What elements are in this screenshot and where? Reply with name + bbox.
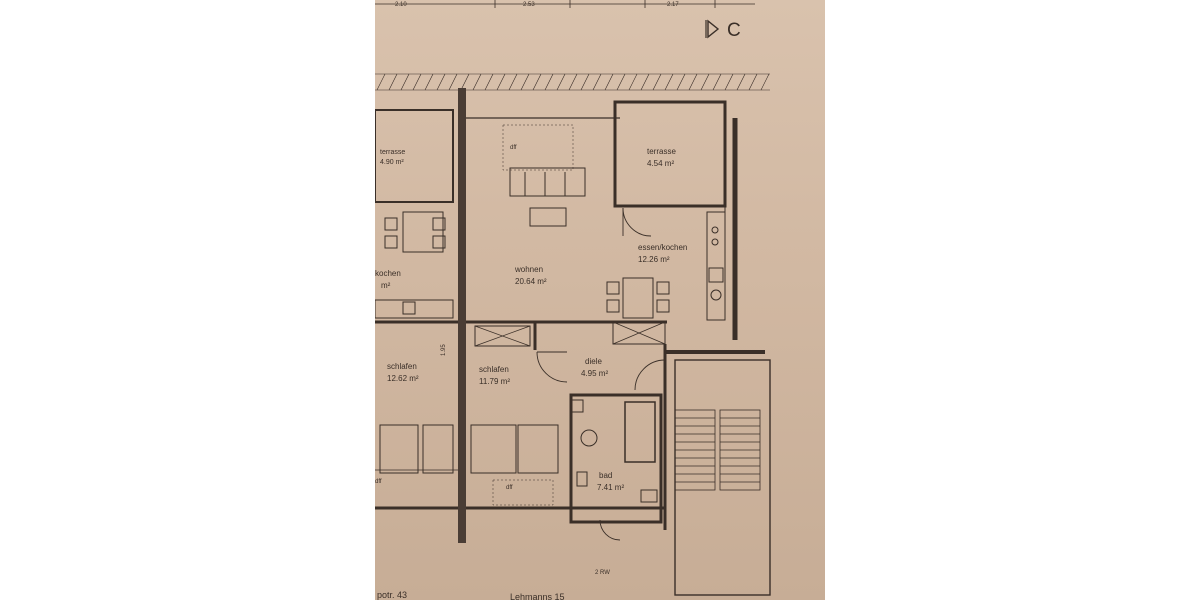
roof-hatch <box>375 73 770 91</box>
room-terrasse-right-area: 4.54 m² <box>647 159 674 168</box>
room-wohnen-name: wohnen <box>514 265 543 274</box>
staircase <box>674 359 771 596</box>
room-bad-name: bad <box>599 471 612 480</box>
sofa <box>509 167 586 197</box>
room-essen-kochen-name: essen/kochen <box>638 243 687 252</box>
room-kochen-left-area: m² <box>381 281 391 290</box>
doors <box>536 207 666 541</box>
room-kochen-left-name: kochen <box>375 269 401 278</box>
tag-dff-top: dff <box>510 145 517 151</box>
dining-table <box>606 277 670 319</box>
room-wohnen-area: 20.64 m² <box>515 277 547 286</box>
tag-rw: 2 RW <box>595 570 610 576</box>
section-marker-label: C <box>727 20 741 41</box>
tag-door-height: 1.95 <box>441 344 447 356</box>
dimension-label-3: 2.17 <box>667 2 679 8</box>
floor-plan: 2.10 2.53 2.17 C <box>375 0 771 600</box>
room-diele-name: diele <box>585 357 602 366</box>
room-schlafen-name: schlafen <box>479 365 509 374</box>
skylight-outlines <box>492 124 574 506</box>
room-bad-area: 7.41 m² <box>597 483 624 492</box>
bathroom-fixtures <box>570 399 658 503</box>
section-marker <box>705 19 720 39</box>
tag-dff-bottom: dff <box>506 485 513 491</box>
left-dining-table <box>384 211 446 253</box>
dimension-label-2: 2.53 <box>523 2 535 8</box>
dimension-label-1: 2.10 <box>395 2 407 8</box>
left-kitchen-counter <box>375 299 454 319</box>
room-terrasse-right-name: terrasse <box>647 147 676 156</box>
floor-plan-photo: 2.10 2.53 2.17 C <box>375 0 825 600</box>
room-diele-area: 4.95 m² <box>581 369 608 378</box>
bottom-left-label: potr. 43 <box>377 590 407 600</box>
top-dimension-line <box>375 0 755 8</box>
bottom-right-label: Lehmanns 15 <box>510 592 565 600</box>
coffee-table <box>529 207 567 227</box>
room-terrasse-left-name: terrasse <box>380 149 405 156</box>
room-essen-kochen-area: 12.26 m² <box>638 255 670 264</box>
kitchen-counter <box>706 211 726 321</box>
tag-dff-left: dff <box>375 479 382 485</box>
room-schlafen-left-area: 12.62 m² <box>387 374 419 383</box>
beds <box>379 424 559 474</box>
room-terrasse-left-area: 4.90 m² <box>380 159 404 166</box>
room-schlafen-left-name: schlafen <box>387 362 417 371</box>
room-schlafen-area: 11.79 m² <box>479 377 510 386</box>
